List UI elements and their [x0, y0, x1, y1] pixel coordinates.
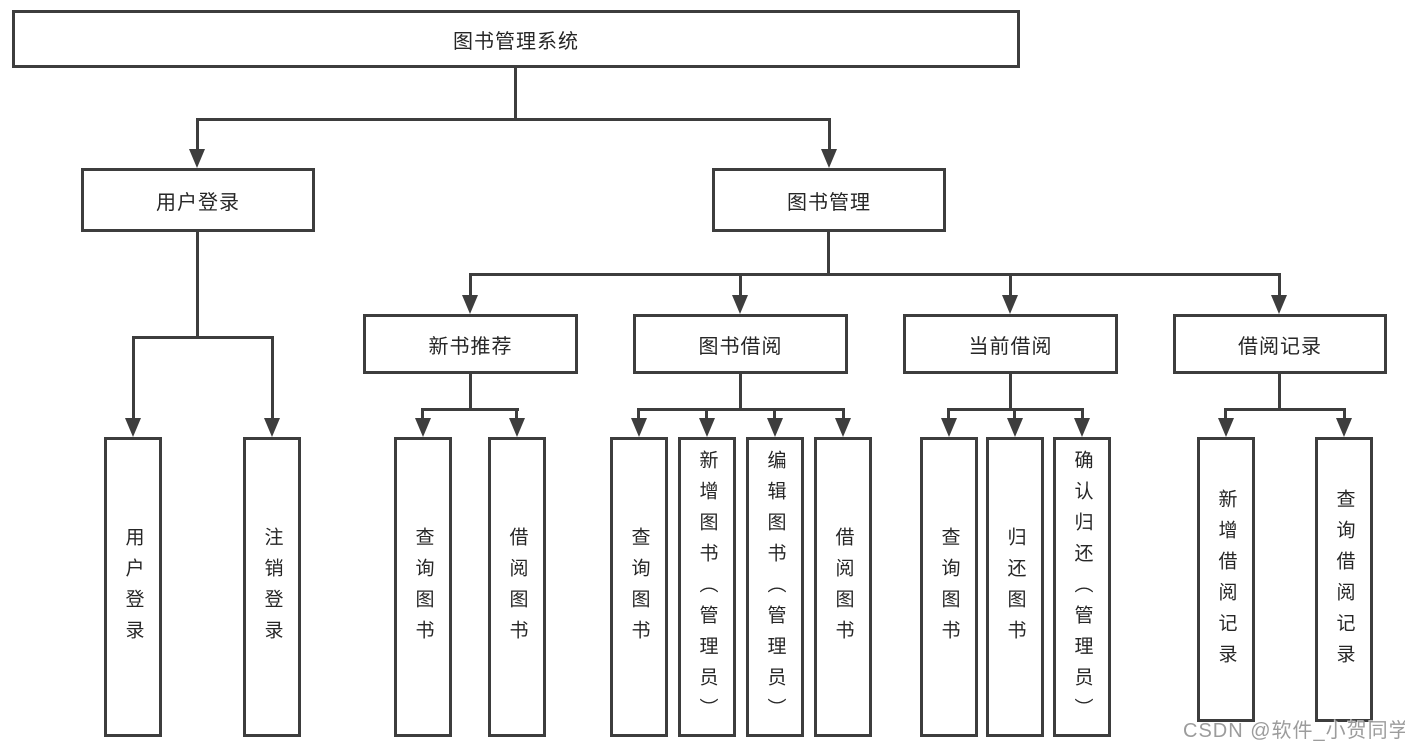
arrow-down	[1336, 418, 1352, 437]
connector-line	[1009, 273, 1012, 297]
connector-line	[739, 273, 742, 297]
arrow-down	[732, 295, 748, 314]
arrow-down	[415, 418, 431, 437]
connector-line	[828, 118, 831, 151]
leaf-query-books-current: 查询图书	[920, 437, 978, 737]
arrow-down	[941, 418, 957, 437]
arrow-down	[189, 149, 205, 168]
leaf-query-borrow-record: 查询借阅记录	[1315, 437, 1373, 722]
leaf-query-books-borrowing: 查询图书	[610, 437, 668, 737]
arrow-down	[699, 418, 715, 437]
leaf-logout: 注销登录	[243, 437, 301, 737]
connector-line	[1278, 374, 1281, 408]
connector-line	[637, 408, 845, 411]
connector-line	[515, 408, 518, 419]
connector-line	[1224, 408, 1346, 411]
leaf-add-book-admin: 新增图书（管理员）	[678, 437, 736, 737]
connector-line	[132, 336, 274, 339]
connector-line	[1009, 374, 1012, 408]
node-new-book-recommend: 新书推荐	[363, 314, 578, 374]
leaf-add-borrow-record: 新增借阅记录	[1197, 437, 1255, 722]
node-current-borrowing: 当前借阅	[903, 314, 1118, 374]
connector-line	[1013, 408, 1016, 419]
node-book-management: 图书管理	[712, 168, 946, 232]
connector-line	[271, 336, 274, 420]
arrow-down	[631, 418, 647, 437]
connector-line	[421, 408, 424, 419]
leaf-return-book: 归还图书	[986, 437, 1044, 737]
connector-line	[739, 374, 742, 408]
connector-line	[196, 232, 199, 336]
arrow-down	[821, 149, 837, 168]
connector-line	[773, 408, 776, 419]
connector-line	[842, 408, 845, 419]
connector-line	[469, 374, 472, 408]
connector-line	[705, 408, 708, 419]
leaf-user-login: 用户登录	[104, 437, 162, 737]
node-borrowing-records: 借阅记录	[1173, 314, 1387, 374]
leaf-query-books-recommend: 查询图书	[394, 437, 452, 737]
arrow-down	[125, 418, 141, 437]
connector-line	[947, 408, 950, 419]
arrow-down	[1271, 295, 1287, 314]
arrow-down	[509, 418, 525, 437]
arrow-down	[767, 418, 783, 437]
node-book-borrowing: 图书借阅	[633, 314, 848, 374]
connector-line	[196, 118, 199, 151]
connector-line	[1278, 273, 1281, 297]
leaf-edit-book-admin: 编辑图书（管理员）	[746, 437, 804, 737]
arrow-down	[264, 418, 280, 437]
node-user-login: 用户登录	[81, 168, 315, 232]
leaf-borrow-books-recommend: 借阅图书	[488, 437, 546, 737]
csdn-watermark: CSDN @软件_小贺同学	[1183, 720, 1405, 742]
arrow-down	[1007, 418, 1023, 437]
arrow-down	[835, 418, 851, 437]
connector-line	[132, 336, 135, 420]
connector-line	[514, 68, 517, 118]
connector-line	[421, 408, 519, 411]
arrow-down	[1074, 418, 1090, 437]
connector-line	[196, 118, 831, 121]
arrow-down	[1002, 295, 1018, 314]
connector-line	[469, 273, 472, 297]
arrow-down	[1218, 418, 1234, 437]
leaf-borrow-books-borrowing: 借阅图书	[814, 437, 872, 737]
connector-line	[827, 232, 830, 273]
connector-line	[1224, 408, 1227, 419]
connector-line	[1343, 408, 1346, 419]
connector-line	[1081, 408, 1084, 419]
leaf-confirm-return-admin: 确认归还（管理员）	[1053, 437, 1111, 737]
arrow-down	[462, 295, 478, 314]
connector-line	[469, 273, 1281, 276]
node-library-management-system: 图书管理系统	[12, 10, 1020, 68]
connector-line	[637, 408, 640, 419]
